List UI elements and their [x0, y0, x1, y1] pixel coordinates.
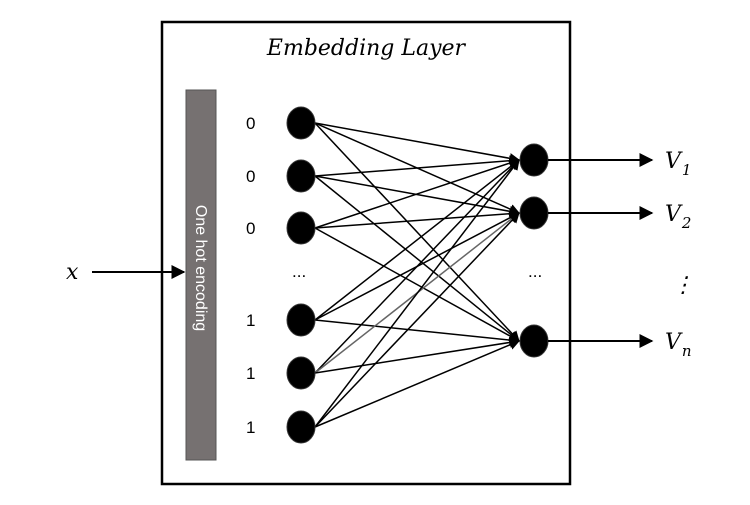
input-bit-label: 1: [246, 311, 255, 330]
output-label: V1: [665, 149, 691, 179]
output-label: Vn: [665, 330, 692, 360]
input-ellipsis: ...: [292, 262, 306, 281]
output-subscript: 1: [682, 161, 692, 179]
input-node: [286, 303, 316, 337]
input-bit-label: 1: [246, 418, 255, 437]
output-label: V2: [665, 202, 691, 232]
output-node: [519, 324, 549, 358]
connection-line: [314, 122, 521, 164]
embedding-layer-box: [160, 20, 572, 486]
output-subscript: n: [682, 342, 692, 360]
input-node: [286, 356, 316, 390]
input-bit-label: 1: [246, 364, 255, 383]
connection-lines: [314, 122, 521, 428]
input-node: [286, 211, 316, 245]
connection-line: [314, 155, 521, 177]
input-node: [286, 106, 316, 140]
connection-line: [314, 319, 521, 346]
connection-line: [314, 159, 520, 321]
connection-line: [314, 227, 520, 342]
connection-line: [314, 159, 520, 374]
input-node: [286, 159, 316, 193]
output-ellipsis: ...: [528, 262, 542, 281]
connection-line: [314, 122, 520, 342]
output-node: [519, 143, 549, 177]
connection-line: [314, 339, 520, 428]
diagram-title: Embedding Layer: [266, 36, 467, 61]
connection-line: [314, 212, 520, 428]
input-bit-label: 0: [246, 114, 255, 133]
connection-line: [314, 158, 520, 229]
input-bit-label: 0: [246, 167, 255, 186]
input-variable: x: [66, 260, 79, 285]
input-node: [286, 410, 316, 444]
connection-line: [314, 175, 520, 342]
connection-line: [314, 208, 521, 229]
input-bit-label: 0: [246, 219, 255, 238]
connection-line: [314, 159, 520, 428]
output-nodes: [519, 143, 549, 358]
input-nodes: [286, 106, 316, 444]
connection-line: [314, 337, 521, 374]
one-hot-encoding-bar: [185, 89, 217, 461]
input-bit-labels: 0 0 0 1 1 1: [246, 114, 255, 437]
output-node: [519, 196, 549, 230]
vertical-ellipsis: ⋮: [672, 273, 694, 298]
one-hot-encoding-label: One hot encoding: [192, 205, 209, 331]
output-subscript: 2: [681, 214, 692, 232]
